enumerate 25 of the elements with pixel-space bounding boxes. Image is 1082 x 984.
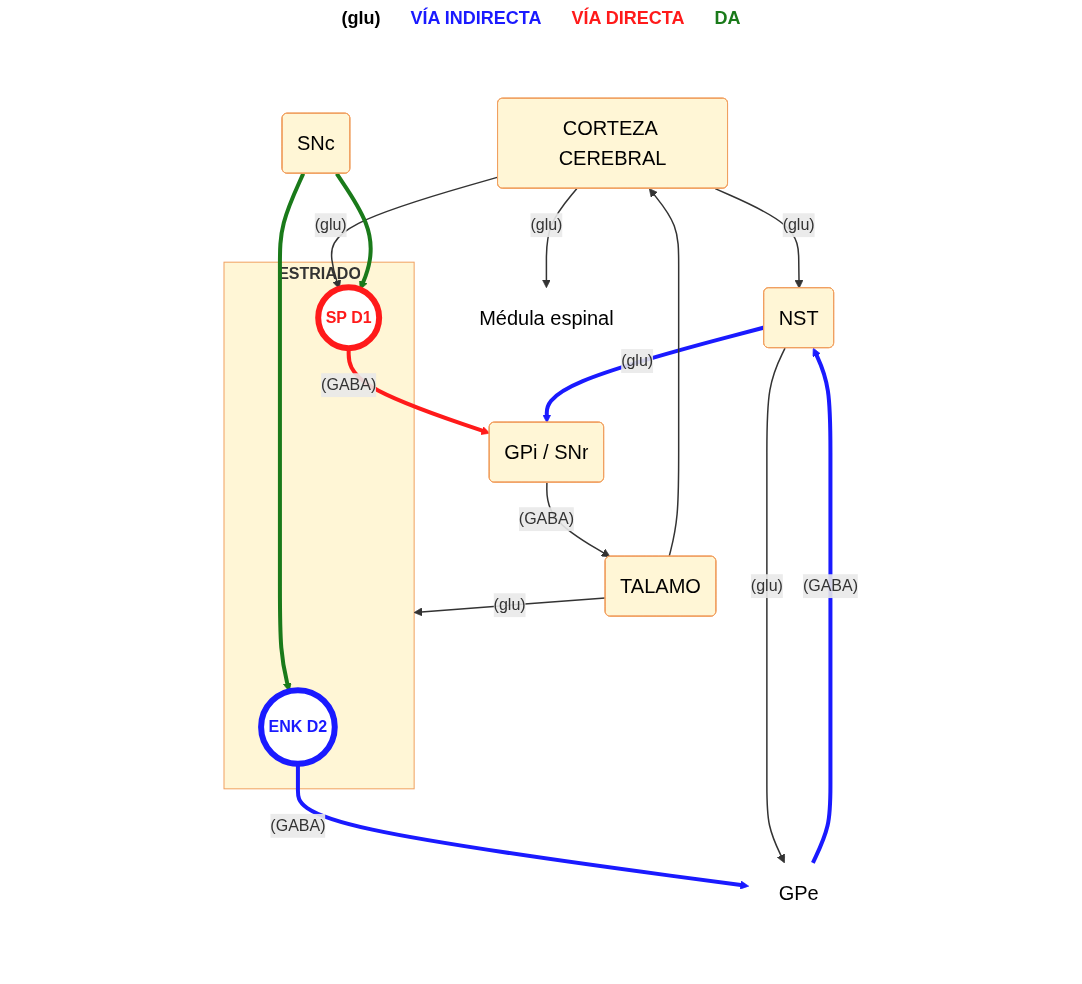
- node-circle: ENK D2: [258, 687, 338, 767]
- arrow: [346, 348, 491, 435]
- node-text: Médula espinal: [479, 306, 614, 329]
- edge-label: (glu): [530, 216, 563, 234]
- edge-label: (glu): [493, 596, 526, 614]
- edge-label: (GABA): [518, 510, 574, 528]
- arrow: [335, 172, 373, 290]
- pathway-label: DA: [714, 8, 741, 29]
- arrow: [811, 347, 833, 864]
- edge-label: (glu): [621, 352, 654, 370]
- arrow: [766, 347, 786, 864]
- edge-label: (GABA): [270, 816, 326, 834]
- pathway-label: VÍA INDIRECTA: [410, 8, 542, 29]
- arrow: [648, 188, 680, 558]
- edge-label: (GABA): [321, 376, 377, 394]
- node-text: GPe: [778, 881, 819, 904]
- arrow: [714, 187, 804, 289]
- arrow: [542, 325, 765, 424]
- edge-label: (glu): [750, 577, 783, 595]
- edge-label: (GABA): [802, 577, 858, 595]
- neurotransmitter-note: (glu): [341, 8, 381, 29]
- pathway-label: VÍA DIRECTA: [571, 8, 685, 29]
- edge-label: (glu): [782, 216, 815, 234]
- edge-label: (glu): [314, 216, 347, 234]
- node-circle: SP D1: [315, 284, 383, 352]
